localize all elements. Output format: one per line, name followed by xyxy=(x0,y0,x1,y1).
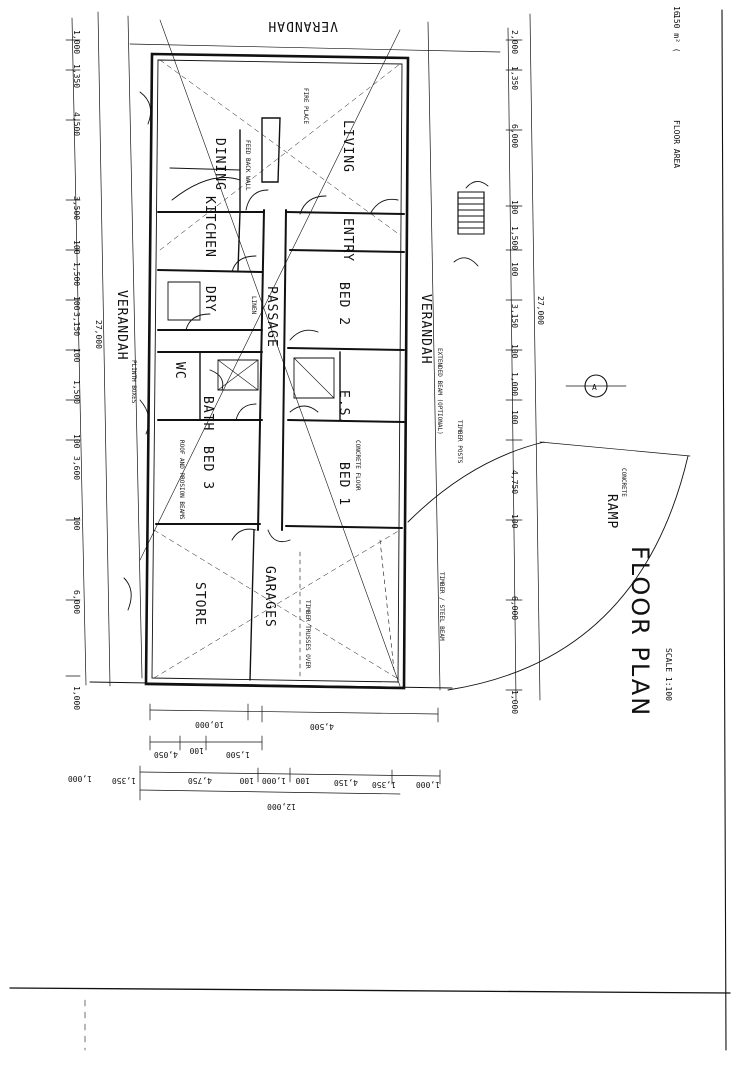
dim-bottom-row3: 1,000 xyxy=(416,780,440,789)
dim-left: 1,350 xyxy=(72,64,81,88)
dim-right: 1,000 xyxy=(510,372,519,396)
dim-left: 3,600 xyxy=(72,456,81,480)
dim-bottom-row3: 1,350 xyxy=(112,776,136,785)
room-bath: BATH xyxy=(200,396,215,431)
note-bed3: ROOF AND PROSION BEAMS xyxy=(178,440,185,520)
floor-area-extra: 16 xyxy=(672,6,681,16)
dim-right: 100 xyxy=(510,410,519,425)
room-bed2: BED 2 xyxy=(336,282,351,326)
dim-left: 3,500 xyxy=(72,196,81,220)
room-dining: DINING xyxy=(212,138,227,191)
room-dry: DRY xyxy=(202,286,217,312)
dim-bottom-row1: 4,500 xyxy=(310,722,334,731)
dim-bottom-row2: 1,500 xyxy=(226,750,250,759)
dim-bottom-row3: 1,000 xyxy=(262,776,286,785)
dim-left: 100 xyxy=(72,348,81,363)
dim-left: 6,000 xyxy=(72,590,81,614)
dim-right: 1,350 xyxy=(510,66,519,90)
room-passage: PASSAGE xyxy=(264,286,279,348)
room-garages: GARAGES xyxy=(262,566,277,628)
dim-bottom-row3: 4,750 xyxy=(188,776,212,785)
dim-right: 100 xyxy=(510,262,519,277)
dim-left: 100 xyxy=(72,516,81,531)
room-wc: WC xyxy=(172,362,187,380)
dim-left: 1,000 xyxy=(72,686,81,710)
dim-right: 1,500 xyxy=(510,226,519,250)
dim-right: 1,000 xyxy=(510,690,519,714)
note-timber-beam: TIMBER / STEEL BEAM xyxy=(438,572,445,641)
dim-bottom-row2: 100 xyxy=(189,746,204,755)
note-timber-truss: TIMBER TRUSSES OVER xyxy=(304,600,311,669)
floor-area-label: FLOOR AREA xyxy=(672,120,681,168)
dim-left: 4,500 xyxy=(72,112,81,136)
dim-overall-length-right: 27,000 xyxy=(536,296,545,325)
dim-bottom-row2: 4,050 xyxy=(154,750,178,759)
dim-left: 100 xyxy=(72,240,81,255)
drawing-title: FLOOR PLAN xyxy=(626,546,654,717)
dim-overall-length-left: 27,000 xyxy=(94,320,103,349)
dim-bottom-row3: 1,000 xyxy=(68,774,92,783)
dim-left: 1,500 xyxy=(72,262,81,286)
dim-left: 100 xyxy=(72,434,81,449)
dim-right: 2,000 xyxy=(510,30,519,54)
dim-right: 100 xyxy=(510,344,519,359)
note-linen: LINEN xyxy=(250,296,257,314)
dim-right: 100 xyxy=(510,200,519,215)
room-verandah-right: VERANDAH xyxy=(418,294,433,365)
dim-left: 3,150 xyxy=(72,312,81,336)
note-bed1: CONCRETE FLOOR xyxy=(354,440,361,491)
dim-bottom-overall: 12,000 xyxy=(267,802,296,811)
dim-left: 100 xyxy=(72,296,81,311)
note-ramp-sub: CONCRETE xyxy=(620,468,627,497)
room-bed1: BED 1 xyxy=(336,462,351,506)
room-verandah-top: VERANDAH xyxy=(267,18,338,33)
room-entry: ENTRY xyxy=(340,218,355,262)
dim-bottom-row3: 100 xyxy=(295,776,310,785)
drawing-scale: SCALE 1:100 xyxy=(664,648,673,701)
dim-bottom-row1: 10,000 xyxy=(195,720,224,729)
note-timber-posts: TIMBER POSTS xyxy=(456,420,463,464)
dim-right: 100 xyxy=(510,514,519,529)
dim-bottom-row3: 4,150 xyxy=(334,778,358,787)
room-bed3: BED 3 xyxy=(200,446,215,490)
dim-left: 1,500 xyxy=(72,380,81,404)
dim-right: 6,000 xyxy=(510,596,519,620)
dim-right: 3,150 xyxy=(510,304,519,328)
dim-right: 4,750 xyxy=(510,470,519,494)
room-living: LIVING xyxy=(340,120,355,173)
dim-bottom-row3: 1,350 xyxy=(372,780,396,789)
dim-right: 6,000 xyxy=(510,124,519,148)
room-ramp: RAMP xyxy=(604,494,619,529)
floor-area-value: 150 m² ( xyxy=(672,14,681,53)
note-plinth: PLINTH BOXES xyxy=(130,360,137,404)
dim-bottom-row3: 100 xyxy=(239,776,254,785)
room-kitchen: KITCHEN xyxy=(202,196,217,258)
note-feature-wall: FEED BACK WALL xyxy=(244,140,251,191)
note-fire-place: FIRE PLACE xyxy=(302,88,309,125)
dim-left: 1,000 xyxy=(72,30,81,54)
room-es: E.S. xyxy=(336,390,351,425)
section-marker-label: A xyxy=(592,383,597,392)
note-extended-beam: EXTENDED BEAM (OPTIONAL) xyxy=(436,348,443,435)
room-verandah-left: VERANDAH xyxy=(114,290,129,361)
room-store: STORE xyxy=(192,582,207,626)
